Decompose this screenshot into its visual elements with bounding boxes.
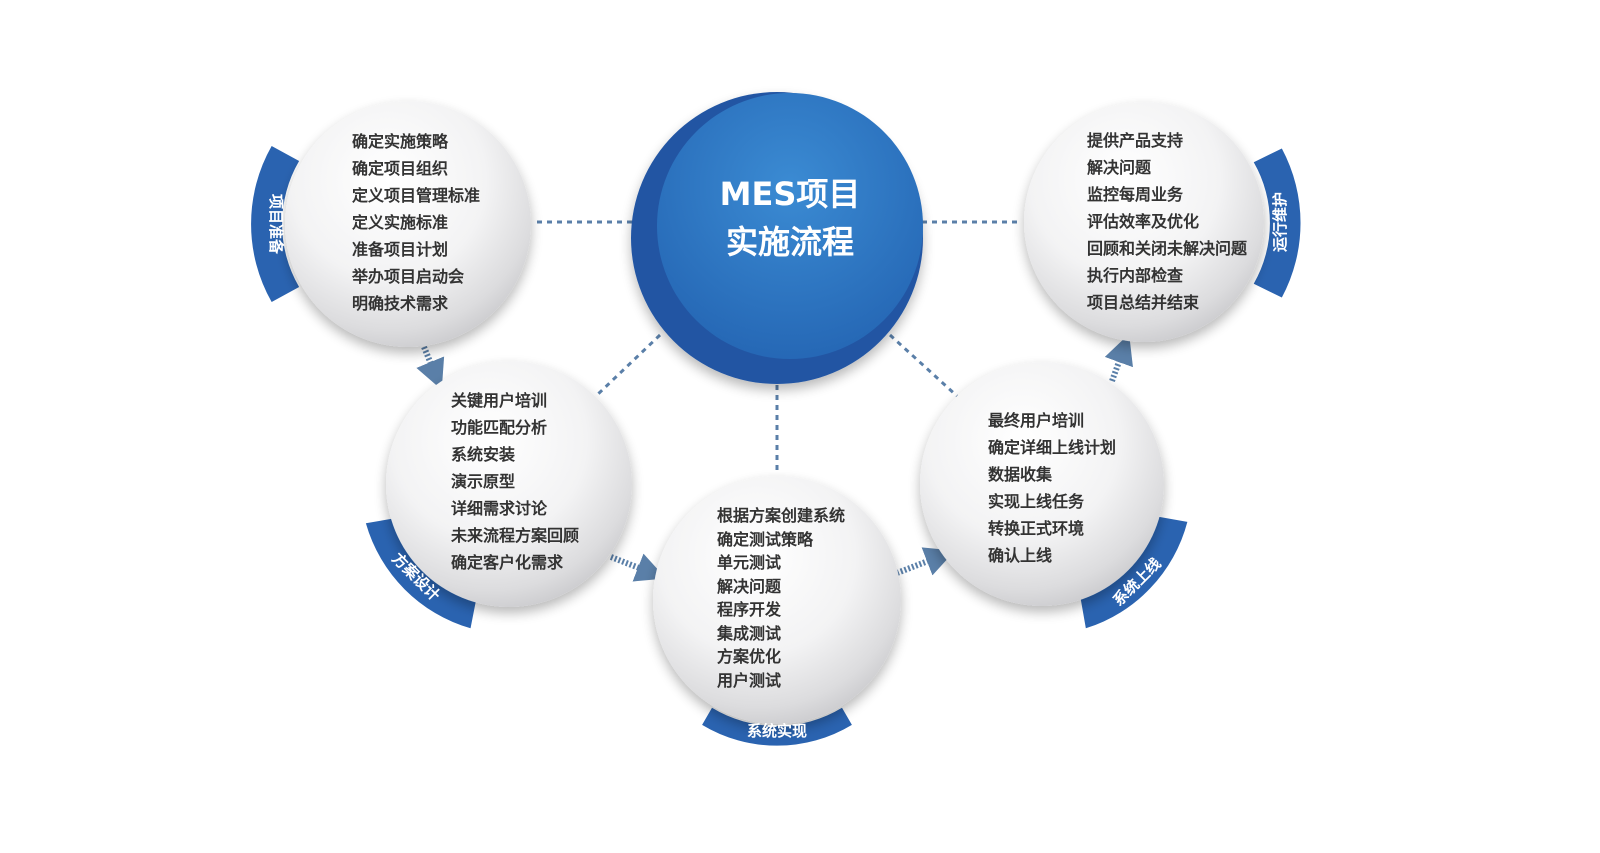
phase-circle-golive bbox=[920, 362, 1164, 606]
phase-items-build: 根据方案创建系统 确定测试策略 单元测试 解决问题 程序开发 集成测试 方案优化… bbox=[717, 504, 845, 692]
arrow-design-build bbox=[609, 553, 666, 582]
list-item: 关键用户培训 bbox=[451, 391, 548, 410]
list-item: 程序开发 bbox=[717, 600, 782, 619]
connector-center-design bbox=[594, 333, 662, 398]
list-item: 确认上线 bbox=[988, 546, 1053, 565]
list-item: 解决问题 bbox=[717, 576, 782, 596]
list-item: 监控每周业务 bbox=[1087, 185, 1184, 204]
list-item: 确定实施策略 bbox=[352, 132, 449, 151]
phase-band-build bbox=[702, 707, 852, 746]
list-item: 准备项目计划 bbox=[352, 240, 449, 259]
list-item: 单元测试 bbox=[717, 553, 782, 572]
list-item: 定义项目管理标准 bbox=[352, 186, 481, 205]
list-item: 确定项目组织 bbox=[352, 159, 449, 178]
phase-band-prep bbox=[251, 146, 300, 302]
center-circle-face bbox=[657, 93, 923, 359]
list-item: 确定测试策略 bbox=[717, 529, 814, 549]
list-item: 数据收集 bbox=[988, 465, 1053, 484]
phase-circle-build bbox=[653, 476, 901, 724]
arrow-prep-design bbox=[416, 345, 445, 390]
list-item: 明确技术需求 bbox=[352, 294, 449, 313]
phase-label-build: 系统实现 bbox=[747, 722, 807, 740]
list-item: 演示原型 bbox=[451, 472, 516, 491]
phase-circle-design bbox=[386, 361, 632, 607]
phase-items-prep: 确定实施策略 确定项目组织 定义项目管理标准 定义实施标准 准备项目计划 举办项… bbox=[352, 128, 480, 317]
phase-items-design: 关键用户培训 功能匹配分析 系统安装 演示原型 详细需求讨论 未来流程方案回顾 … bbox=[451, 387, 579, 576]
phase-items-golive: 最终用户培训 确定详细上线计划 数据收集 实现上线任务 转换正式环境 确认上线 bbox=[988, 407, 1116, 569]
list-item: 未来流程方案回顾 bbox=[451, 526, 580, 545]
connector-center-golive bbox=[888, 333, 959, 398]
list-item: 举办项目启动会 bbox=[352, 267, 465, 286]
list-item: 用户测试 bbox=[717, 670, 782, 690]
list-item: 确定详细上线计划 bbox=[988, 438, 1117, 457]
phase-circle-support bbox=[1024, 102, 1264, 342]
center-title-line2: 实施流程 bbox=[725, 223, 854, 261]
list-item: 功能匹配分析 bbox=[451, 418, 548, 437]
list-item: 项目总结并结束 bbox=[1087, 293, 1200, 312]
list-item: 解决问题 bbox=[1087, 158, 1152, 177]
list-item: 实现上线任务 bbox=[988, 492, 1085, 511]
phase-label-prep: 项目准备 bbox=[267, 194, 285, 255]
list-item: 详细需求讨论 bbox=[451, 499, 548, 518]
phase-band-golive bbox=[1080, 516, 1188, 629]
phase-items-support: 提供产品支持 解决问题 监控每周业务 评估效率及优化 回顾和关闭未解决问题 执行… bbox=[1087, 127, 1247, 316]
center-title-line1: MES项目 bbox=[719, 175, 861, 213]
arrow-build-golive bbox=[895, 547, 955, 576]
center-title: MES项目 实施流程 bbox=[645, 170, 935, 266]
arrow-golive-support bbox=[1104, 333, 1133, 383]
list-item: 确定客户化需求 bbox=[451, 553, 564, 572]
list-item: 回顾和关闭未解决问题 bbox=[1087, 239, 1248, 258]
phase-label-support: 运行维护 bbox=[1271, 192, 1289, 252]
list-item: 转换正式环境 bbox=[988, 519, 1085, 538]
list-item: 集成测试 bbox=[717, 623, 782, 643]
list-item: 最终用户培训 bbox=[988, 411, 1085, 430]
list-item: 系统安装 bbox=[451, 445, 516, 464]
phase-band-design bbox=[365, 517, 477, 629]
list-item: 根据方案创建系统 bbox=[717, 506, 846, 525]
list-item: 提供产品支持 bbox=[1087, 131, 1184, 150]
phase-band-support bbox=[1253, 148, 1301, 298]
phase-circle-prep bbox=[285, 101, 531, 347]
list-item: 方案优化 bbox=[717, 647, 782, 666]
list-item: 执行内部检查 bbox=[1087, 266, 1184, 285]
list-item: 定义实施标准 bbox=[352, 213, 449, 232]
list-item: 评估效率及优化 bbox=[1087, 212, 1200, 231]
